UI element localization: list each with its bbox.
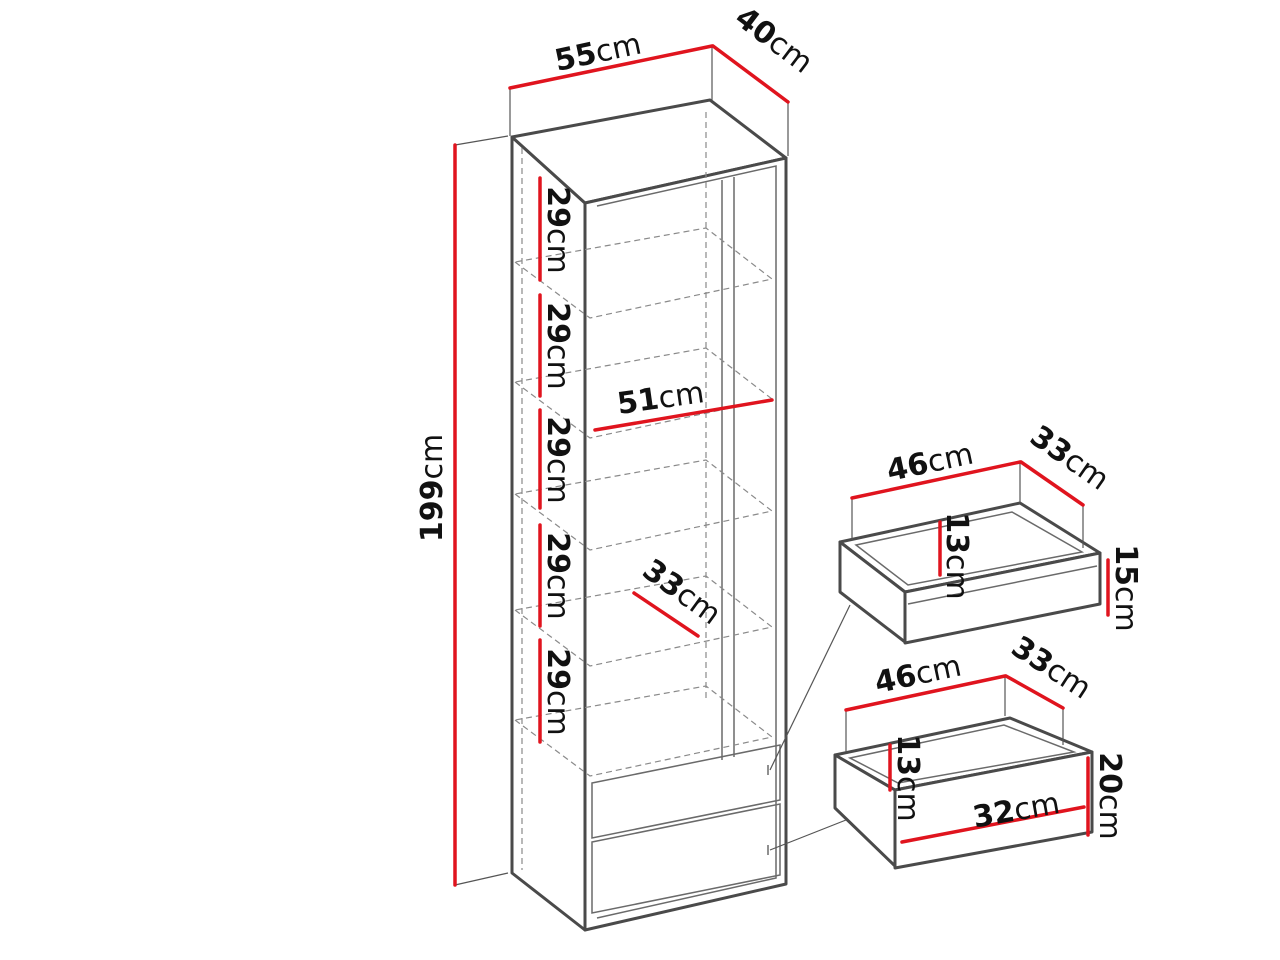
dimension-line xyxy=(850,460,1022,500)
dimension-drawer-top-front-height: 15cm xyxy=(1106,544,1143,632)
wardrobe-front-frame xyxy=(583,156,788,932)
shelf xyxy=(514,347,774,439)
leader-line-bottom-drawer xyxy=(769,819,847,851)
dimension-drawer-bottom-width: 46cm xyxy=(844,648,1007,752)
dimension-drawer-top-width: 46cm xyxy=(850,436,1022,540)
leader-line-top-drawer xyxy=(769,604,851,771)
dimension-label-compartment: 29cm xyxy=(540,302,575,389)
dimension-label-compartment: 29cm xyxy=(540,416,575,503)
dimension-label-compartment: 29cm xyxy=(540,532,575,619)
dimension-label-inner-width: 51cm xyxy=(615,375,706,422)
dimension-line xyxy=(711,44,790,104)
drawer-bottom-front xyxy=(893,750,1094,870)
shelf xyxy=(514,227,774,319)
dimension-line xyxy=(593,398,774,432)
dimension-line xyxy=(900,805,1086,844)
dimension-label-drawer-bottom-front-width: 32cm xyxy=(970,786,1062,836)
dimension-line xyxy=(844,674,1007,712)
dimension-wardrobe-width: 55cm xyxy=(508,26,714,136)
dimension-label-drawer-bottom-front-height: 20cm xyxy=(1092,752,1127,839)
dimension-drawer-bottom-inner-height: 13cm xyxy=(888,734,925,822)
wardrobe-drawer-front-lower xyxy=(591,803,781,914)
dimension-line xyxy=(1019,460,1085,507)
wardrobe-inner-edge xyxy=(596,165,777,919)
dimension-line xyxy=(1004,674,1065,710)
dimension-label-compartment: 29cm xyxy=(540,648,575,735)
shelf xyxy=(514,575,774,667)
shelves xyxy=(514,227,774,777)
drawer-bottom xyxy=(833,716,1094,870)
drawer-top-front-lip xyxy=(907,565,1098,605)
shelf xyxy=(514,685,774,777)
dimension-drawer-top-inner-height: 13cm xyxy=(938,512,974,600)
dimension-line xyxy=(508,44,714,90)
dimension-inner-width: 51cm xyxy=(593,375,774,432)
drawer-top xyxy=(838,501,1102,645)
dimension-drawer-bottom-front-height: 20cm xyxy=(1086,752,1127,840)
dimension-label-drawer-top-front-height: 15cm xyxy=(1108,544,1143,631)
dimension-label-drawer-top-inner-height: 13cm xyxy=(939,512,974,599)
dimension-wardrobe-height: 199cm xyxy=(415,135,509,887)
dimension-drawer-bottom-front-width: 32cm xyxy=(900,786,1086,844)
drawer-top-inner xyxy=(854,511,1085,586)
dimension-label-drawer-top-depth: 33cm xyxy=(1024,419,1116,498)
wardrobe xyxy=(510,98,851,932)
wardrobe-drawer-front-upper xyxy=(591,744,781,839)
dimension-label-drawer-bottom-width: 46cm xyxy=(872,648,965,700)
dimension-label-height: 199cm xyxy=(415,434,450,542)
dimension-line xyxy=(632,591,700,638)
drawer-bottom-inner xyxy=(847,724,1077,784)
dimension-label-drawer-bottom-inner-height: 13cm xyxy=(890,734,925,821)
dimension-compartments: 29cm 29cm 29cm 29cm 29cm xyxy=(538,176,575,744)
dimension-label-compartment: 29cm xyxy=(540,186,575,273)
shelf xyxy=(514,459,774,551)
dimension-label-drawer-bottom-depth: 33cm xyxy=(1005,630,1097,707)
